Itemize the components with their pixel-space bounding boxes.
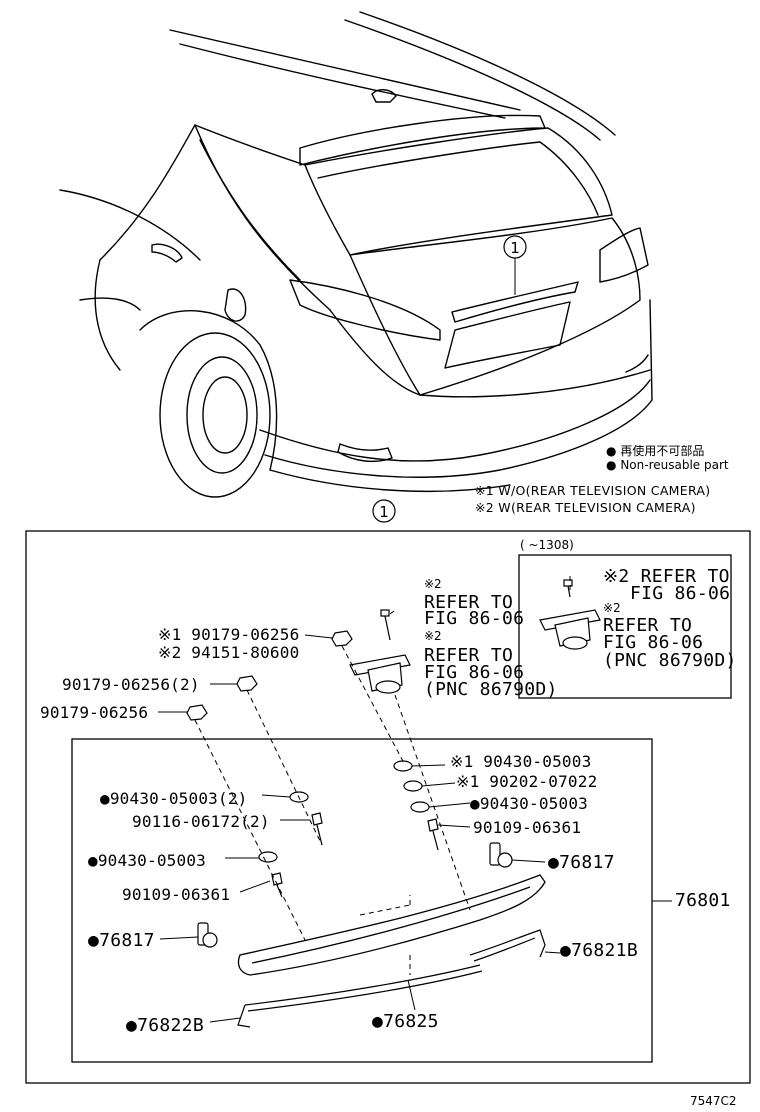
part-label-14: ●76817: [88, 930, 155, 951]
part-label-9: 90116-06172(2): [132, 812, 270, 831]
part-label-7: ●90430-05003(2): [100, 789, 248, 808]
refer-note-2: ※2: [424, 629, 442, 643]
refer-to-2: REFER TO: [424, 645, 514, 666]
inset-refer-2: REFER TO: [603, 615, 693, 636]
part-label-5: ※1 90430-05003: [450, 752, 592, 771]
inset-fig-2: FIG 86-06: [603, 632, 704, 653]
refer-pnc: (PNC 86790D): [424, 679, 558, 700]
filled-dot-icon: ●: [606, 444, 617, 458]
part-label-8: ●90430-05003: [470, 794, 588, 813]
part-label-6: ※1 90202-07022: [456, 772, 598, 791]
part-label-2: ※2 94151-80600: [158, 643, 300, 662]
filled-dot-icon: ●: [606, 458, 617, 472]
refer-to-1: REFER TO: [424, 592, 514, 613]
figure-code: 7547C2: [690, 1094, 737, 1108]
part-label-18: 76801: [675, 890, 731, 911]
part-label-12: 90109-06361: [122, 885, 231, 904]
part-label-17: ●76825: [372, 1011, 439, 1032]
part-label-15: ●76821B: [560, 940, 638, 961]
part-label-11: ●90430-05003: [88, 851, 206, 870]
refer-fig-2: FIG 86-06: [424, 662, 525, 683]
inset-note-2: ※2: [603, 601, 621, 615]
refer-note-1: ※2: [424, 577, 442, 591]
note-2: ※2 W(REAR TELEVISION CAMERA): [475, 500, 696, 515]
garnish-outline: [237, 874, 546, 976]
inset-fig-1: FIG 86-06: [630, 583, 731, 604]
part-label-13: ●76817: [548, 852, 615, 873]
svg-text:1: 1: [379, 503, 389, 521]
callout-circle-assembly: 1: [372, 499, 396, 523]
callout-number-vehicle: 1: [510, 239, 520, 257]
refer-fig-1: FIG 86-06: [424, 608, 525, 629]
note-1: ※1 W/O(REAR TELEVISION CAMERA): [475, 483, 711, 498]
inset-date-range: ( ~1308): [520, 538, 574, 552]
vehicle-rear-illustration: 1: [59, 11, 653, 498]
outer-frame: [25, 530, 751, 1084]
part-label-1: ※1 90179-06256: [158, 625, 300, 644]
legend-en: ● Non-reusable part: [606, 458, 729, 472]
part-label-10: 90109-06361: [473, 818, 582, 837]
inset-refer-1: ※2 REFER TO: [603, 566, 730, 587]
parts-diagram: [25, 530, 751, 1084]
inset-frame: [518, 554, 732, 699]
inset-pnc: (PNC 86790D): [603, 650, 737, 671]
legend-jp: ● 再使用不可部品: [606, 444, 705, 458]
part-label-3: 90179-06256(2): [62, 675, 200, 694]
part-label-16: ●76822B: [126, 1015, 204, 1036]
part-label-4: 90179-06256: [40, 703, 149, 722]
